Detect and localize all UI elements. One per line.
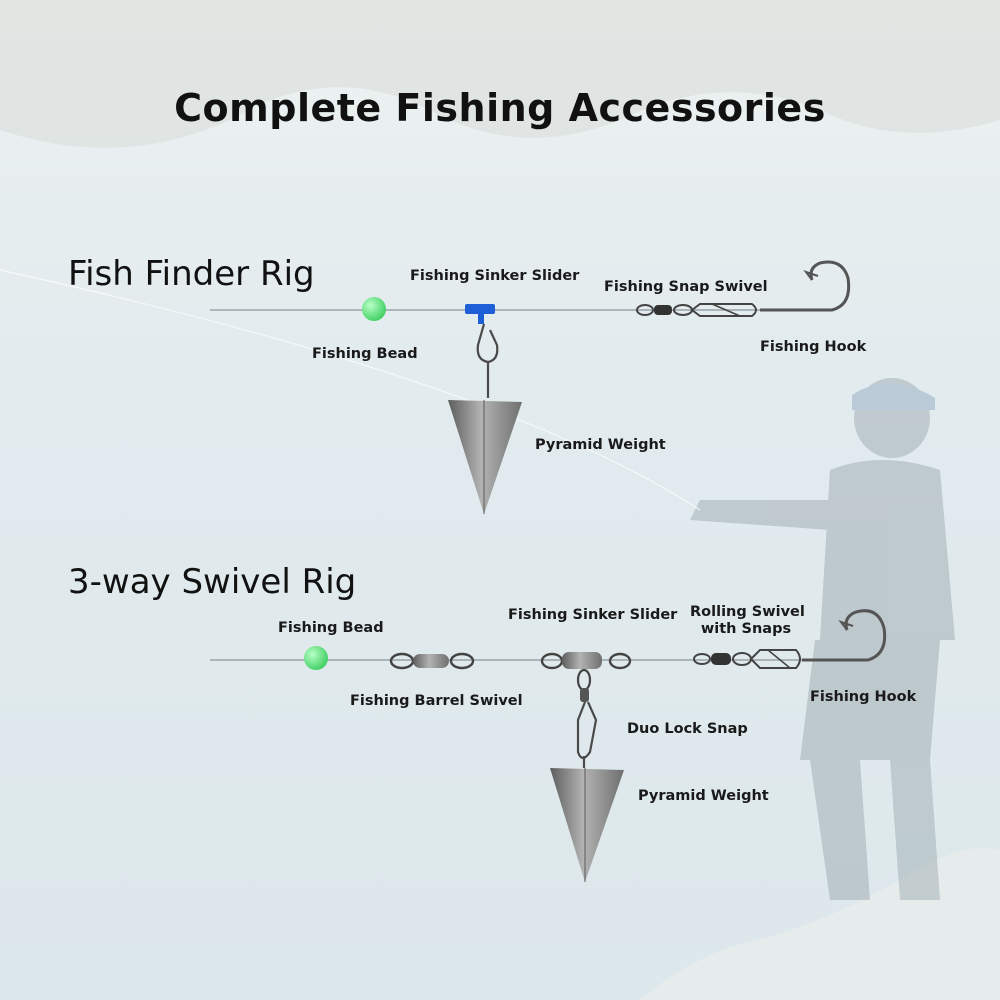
- label-line: with Snaps: [700, 621, 792, 637]
- label-pyramid-weight: Pyramid Weight: [638, 788, 769, 804]
- slider-snap: [476, 323, 499, 364]
- fish-finder-rig: [210, 260, 851, 514]
- label-snap-swivel: Fishing Snap Swivel: [604, 279, 768, 295]
- label-sinker-slider: Fishing Sinker Slider: [508, 607, 678, 623]
- label-pyramid-weight: Pyramid Weight: [535, 437, 666, 453]
- fisherman-silhouette: [690, 378, 955, 900]
- three-way-swivel: [540, 652, 632, 702]
- label-rolling-swivel: Rolling Swivel with Snaps: [690, 604, 805, 638]
- duo-lock-snap: [576, 701, 598, 760]
- rig-title: Fish Finder Rig: [68, 254, 315, 294]
- rocks-top: [0, 0, 1000, 148]
- page-title: Complete Fishing Accessories: [174, 86, 826, 130]
- rig-title: 3-way Swivel Rig: [68, 562, 357, 602]
- label-fishing-bead: Fishing Bead: [312, 346, 418, 362]
- fishing-hook: [760, 260, 851, 312]
- label-sinker-slider: Fishing Sinker Slider: [410, 268, 580, 284]
- label-fishing-hook: Fishing Hook: [810, 689, 917, 705]
- label-duo-lock-snap: Duo Lock Snap: [627, 721, 748, 737]
- label-fishing-bead: Fishing Bead: [278, 620, 384, 636]
- three-way-swivel-rig: [210, 609, 887, 882]
- sinker-slider: [465, 304, 495, 314]
- barrel-swivel: [389, 652, 475, 670]
- fishing-bead: [362, 297, 386, 321]
- fishing-rod-line: [0, 269, 701, 511]
- pyramid-weight: [448, 400, 522, 514]
- label-barrel-swivel: Fishing Barrel Swivel: [350, 693, 523, 709]
- label-line: Rolling Swivel: [690, 604, 805, 620]
- rock-bottom: [640, 848, 1000, 1000]
- rolling-swivel-snap: [693, 649, 801, 669]
- pyramid-weight: [550, 768, 624, 882]
- fishing-bead: [304, 646, 328, 670]
- fishing-hook: [802, 609, 887, 662]
- snap-swivel: [636, 303, 757, 317]
- label-fishing-hook: Fishing Hook: [760, 339, 867, 355]
